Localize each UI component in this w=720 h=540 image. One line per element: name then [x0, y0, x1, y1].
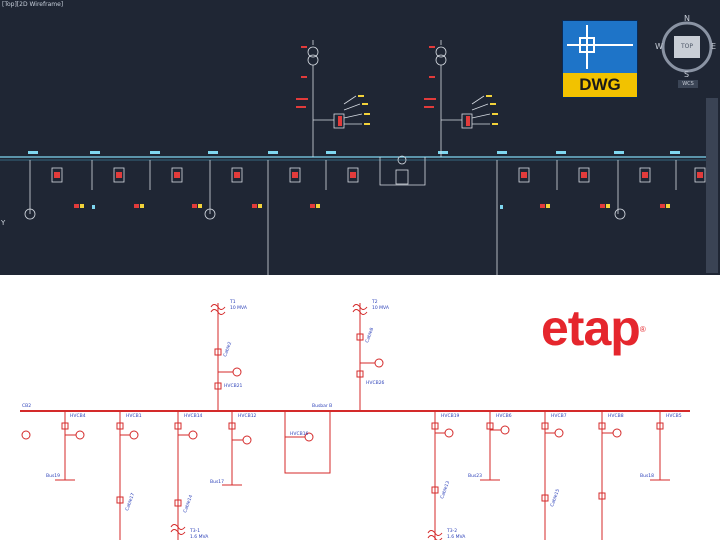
- dwg-icon-graphic: [563, 21, 637, 73]
- label-bus-c: Bus23: [468, 473, 482, 479]
- label-bus-b: Bus17: [210, 479, 224, 485]
- label-feeder-hvcb6: HVCB6: [496, 413, 512, 419]
- compass-west[interactable]: W: [655, 42, 663, 51]
- label-feeder-hvcb12: HVCB12: [238, 413, 257, 419]
- label-t1: T1: [229, 299, 236, 305]
- label-bus-d: Bus18: [640, 473, 654, 479]
- dwg-label: DWG: [563, 73, 637, 97]
- label-t4-rating: 1.6 MVA: [447, 534, 466, 540]
- etap-logo: etap®: [541, 300, 646, 356]
- compass-east[interactable]: E: [711, 42, 717, 51]
- label-t2-rating: 10 MVA: [372, 305, 390, 311]
- label-feeder-hvcb8: HVCB8: [608, 413, 624, 419]
- label-cable-t2: Cable8: [364, 327, 375, 344]
- label-hvcb-t1: HVCB21: [224, 383, 243, 389]
- compass-south[interactable]: S: [684, 70, 690, 79]
- label-t3: T3-1: [189, 528, 200, 534]
- navigation-bar[interactable]: [706, 98, 718, 273]
- label-feeder-hvcb7: HVCB7: [551, 413, 567, 419]
- label-feeder-hvcb19: HVCB19: [441, 413, 460, 419]
- etap-one-line-diagram[interactable]: T1 10 MVA T2 10 MVA HVCB21 HVCB26 Busbar…: [0, 275, 720, 540]
- label-cable-b: Cable14: [182, 494, 194, 514]
- wcs-menu[interactable]: WCS: [678, 80, 698, 88]
- label-feeder-hvcb14: HVCB14: [184, 413, 203, 419]
- viewport-label[interactable]: [Top][2D Wireframe]: [2, 1, 64, 8]
- label-busbar: Busbar B: [312, 403, 332, 409]
- ucs-y-axis-label: Y: [1, 219, 6, 227]
- label-bus-a: Bus19: [46, 473, 60, 479]
- etap-logo-text: etap: [541, 300, 641, 356]
- label-cable-d: Cable15: [549, 488, 561, 508]
- cad-drawing[interactable]: [0, 0, 720, 275]
- label-t2: T2: [371, 299, 378, 305]
- label-feeder-hvcb1: HVCB1: [126, 413, 142, 419]
- label-bus-left: CB2: [22, 403, 31, 409]
- registered-mark: ®: [639, 325, 646, 334]
- viewcube-top-face[interactable]: TOP: [674, 36, 700, 58]
- label-cable-t1: Cable2: [222, 341, 233, 358]
- dwg-file-icon: DWG: [562, 20, 638, 98]
- label-t1-rating: 10 MVA: [230, 305, 248, 311]
- label-feeder-hvcb4: HVCB4: [70, 413, 86, 419]
- label-t3-rating: 1.6 MVA: [190, 534, 209, 540]
- label-coupler: HVCB16: [290, 431, 309, 437]
- label-cable-a: Cable17: [124, 492, 136, 512]
- cad-viewport[interactable]: [Top][2D Wireframe] Y DWG N S E W TOP WC…: [0, 0, 720, 275]
- label-cable-c: Cable13: [439, 480, 451, 500]
- viewcube-navigator[interactable]: N S E W TOP WCS: [655, 14, 718, 94]
- compass-north[interactable]: N: [684, 14, 690, 23]
- label-hvcb-t2: HVCB26: [366, 380, 385, 386]
- etap-diagram[interactable]: T1 10 MVA T2 10 MVA HVCB21 HVCB26 Busbar…: [0, 275, 720, 540]
- label-t4: T3-2: [446, 528, 457, 534]
- label-feeder-hvcb5: HVCB5: [666, 413, 682, 419]
